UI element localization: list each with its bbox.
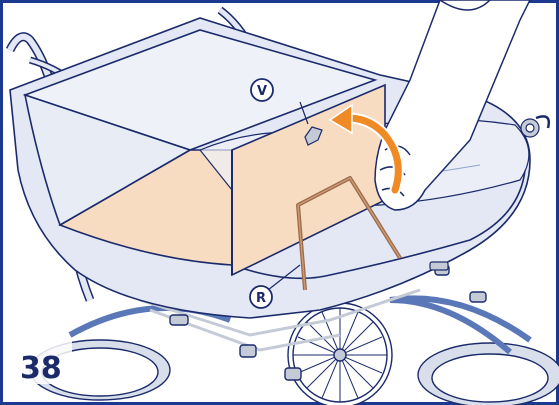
step-number: 38 (20, 351, 62, 386)
step-number-box: 38 (14, 338, 72, 386)
callout-v-label: V (257, 84, 267, 99)
callout-r-label: R (256, 291, 266, 306)
callout-v: V (251, 79, 273, 101)
center-wheel (288, 303, 392, 405)
